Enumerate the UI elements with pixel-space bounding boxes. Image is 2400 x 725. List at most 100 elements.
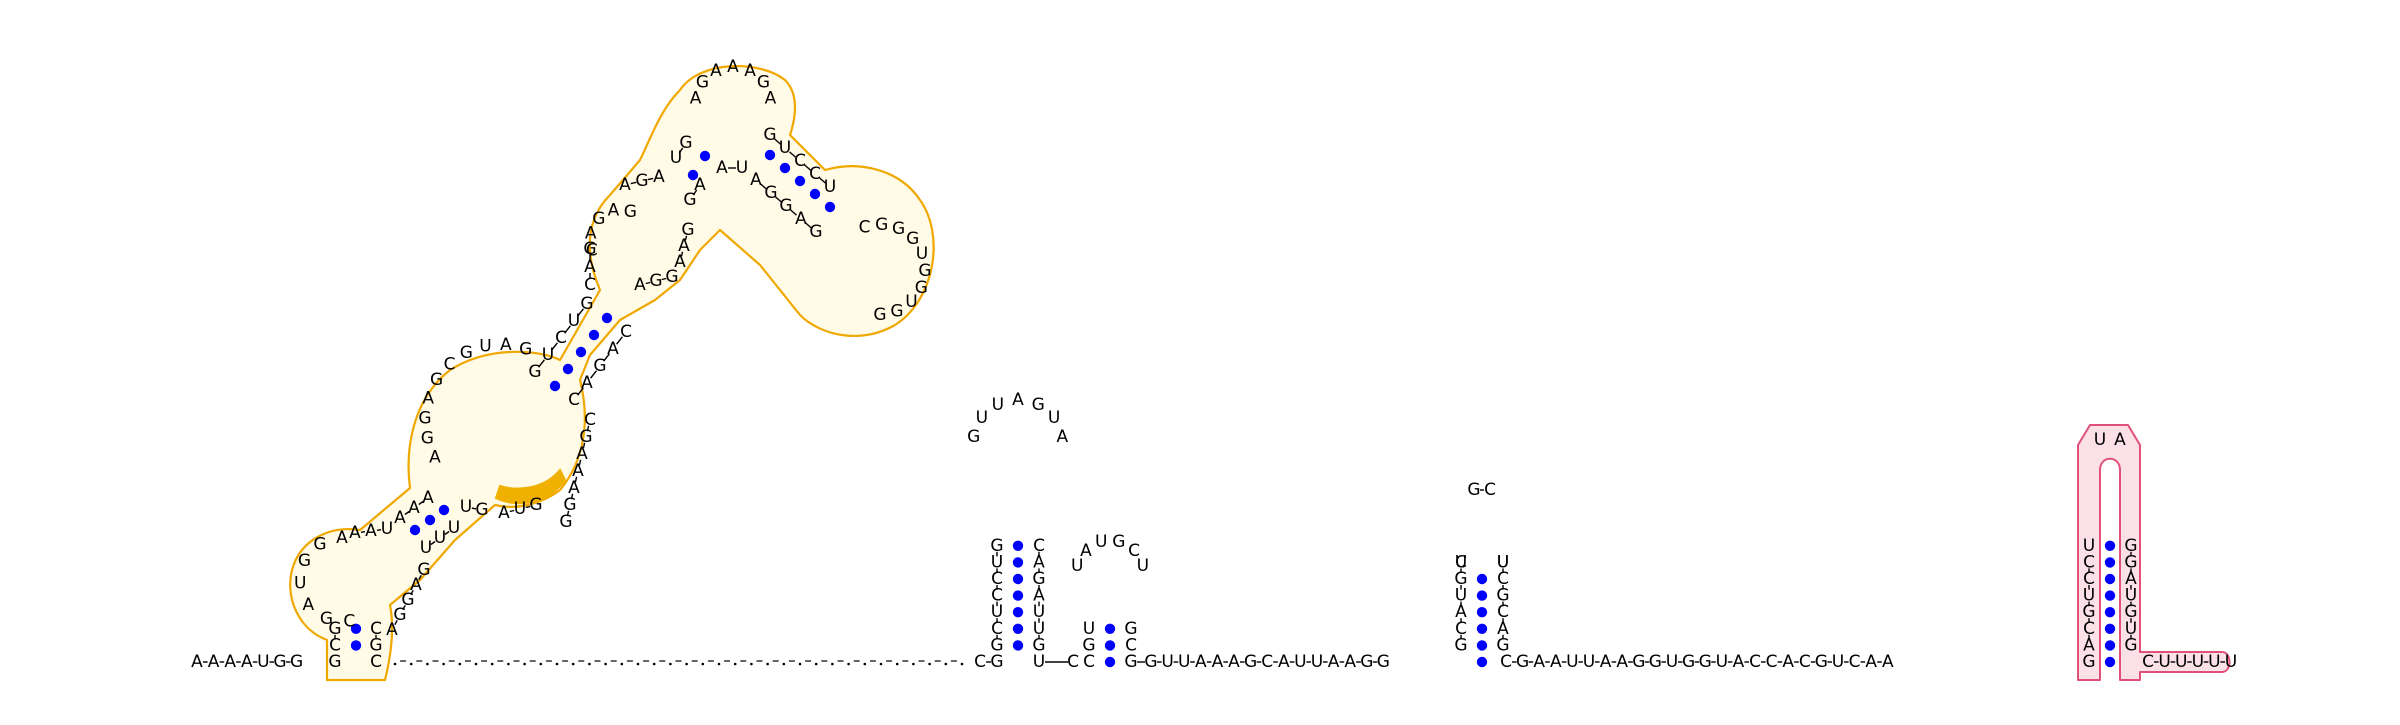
leader-nucleotide: G (290, 652, 303, 672)
riboswitch-nucleotide: A (727, 57, 739, 77)
terminator-tail-nucleotide: C (2142, 652, 2154, 672)
riboswitch-nucleotide: A (422, 389, 434, 409)
linker-nucleotide: C (1749, 652, 1761, 672)
linker-nucleotide: A (1600, 652, 1612, 672)
hairpin3-nucleotide: C (1455, 552, 1467, 572)
linker-nucleotide: U (1294, 652, 1306, 672)
base-pair-dot (764, 149, 776, 161)
riboswitch-nucleotide: A (572, 461, 584, 481)
riboswitch-outline (289, 65, 935, 682)
linker-nucleotide: A (1212, 652, 1224, 672)
terminator-tail-nucleotide: U (2225, 652, 2237, 672)
linker-dot (944, 662, 948, 666)
backbone-segment (661, 277, 667, 281)
backbone-segment (444, 530, 450, 536)
base-pair-dot (794, 175, 806, 187)
hairpin1-nucleotide: C (991, 619, 1003, 639)
backbone-segment (538, 359, 545, 368)
backbone-segment (678, 147, 684, 154)
linker-dot (458, 662, 462, 666)
base-pair-dot (409, 524, 421, 536)
riboswitch-nucleotide: G (460, 343, 473, 363)
hairpin3-nucleotide: G (1496, 586, 1509, 606)
base-pair-dot (562, 363, 574, 375)
riboswitch-nucleotide: C (343, 611, 355, 631)
linker-dot (539, 662, 543, 666)
terminator-tail-nucleotide: U (2208, 652, 2220, 672)
hairpin2-nucleotide: U (1095, 532, 1107, 552)
backbone-segment (418, 574, 422, 581)
base-pair-dot (1012, 540, 1024, 551)
linker-nucleotide: A (1550, 652, 1562, 672)
hairpin3-nucleotide: A (1455, 602, 1467, 622)
linker-nucleotide: G (1144, 652, 1157, 672)
hairpin3-nucleotide: A (1497, 619, 1509, 639)
linker-nucleotide: A (1616, 652, 1628, 672)
linker-nucleotide: G (1682, 652, 1695, 672)
hairpin1-nucleotide: U (991, 602, 1003, 622)
linker-dot (620, 662, 624, 666)
base-pair-dot (1104, 656, 1116, 668)
base-pair-dot (2104, 607, 2116, 618)
riboswitch-nucleotide: C (620, 322, 632, 342)
riboswitch-nucleotide: G (875, 215, 888, 235)
riboswitch-nucleotide: A (765, 88, 777, 108)
riboswitch-nucleotide: C (444, 355, 456, 375)
linker-dot (523, 662, 526, 666)
riboswitch-nucleotide: A (674, 252, 686, 272)
terminator-tail-nucleotide: U (2192, 652, 2204, 672)
linker-dot (733, 662, 737, 666)
base-pair-dot (350, 623, 362, 634)
hairpin2-nucleotide: U (1071, 556, 1083, 576)
riboswitch-nucleotide: G (528, 362, 541, 382)
riboswitch-nucleotide: G (320, 609, 333, 629)
hairpin2-nucleotide: G (1124, 652, 1137, 672)
base-pair-dot (588, 329, 600, 341)
base-pair-dot (2104, 623, 2116, 634)
riboswitch-nucleotide: A (410, 575, 422, 595)
base-pair-dot (1476, 573, 1488, 585)
riboswitch-nucleotide: C (568, 390, 580, 410)
riboswitch-nucleotide: G (328, 652, 341, 672)
linker-dot (798, 662, 802, 666)
riboswitch-nucleotide: G (475, 500, 488, 520)
hairpin3-nucleotide: G (1467, 480, 1480, 500)
riboswitch-nucleotide: G (592, 209, 605, 229)
riboswitch-nucleotide: U (542, 345, 554, 365)
hairpin2-nucleotide: G (1082, 635, 1095, 655)
backbone-segment (603, 353, 610, 362)
backbone-segment (471, 507, 477, 510)
base-pair-dot (350, 640, 362, 651)
backbone-segment (360, 531, 366, 533)
hairpin1-nucleotide: G (990, 536, 1003, 556)
riboswitch-nucleotide: U (824, 177, 836, 197)
terminator-tail-nucleotide: U (2158, 652, 2170, 672)
linker-dot (928, 662, 931, 666)
linker-nucleotide: C (1500, 652, 1512, 672)
backbone-segment (404, 510, 410, 516)
riboswitch-nucleotide: A (690, 88, 702, 108)
terminator-nucleotide: A (2125, 569, 2137, 589)
riboswitch-nucleotide: G (328, 619, 341, 639)
hairpin1-nucleotide: G (1032, 635, 1045, 655)
base-pair-dot (1476, 590, 1488, 601)
hairpin1-nucleotide: G (967, 427, 980, 447)
riboswitch-nucleotide: G (624, 202, 637, 222)
base-pair-dot (2104, 573, 2116, 585)
backbone-segment (509, 509, 515, 513)
terminator-nucleotide: G (2124, 536, 2137, 556)
linker-dot (831, 662, 834, 666)
riboswitch-nucleotide: A (750, 170, 762, 190)
riboswitch-nucleotide: A (710, 61, 722, 81)
backbone-segment (680, 251, 684, 257)
hairpin3-nucleotide: C (1497, 569, 1509, 589)
linker-nucleotide: G (1516, 652, 1529, 672)
backbone-segment (582, 442, 586, 449)
riboswitch-nucleotide: C (809, 164, 821, 184)
linker-dot (717, 662, 721, 666)
base-pair-dot (824, 201, 836, 213)
linker-nucleotide: C (1766, 652, 1778, 672)
linker-dot (750, 662, 753, 666)
riboswitch-nucleotide: G (401, 590, 414, 610)
riboswitch-nucleotide: A (585, 224, 597, 244)
